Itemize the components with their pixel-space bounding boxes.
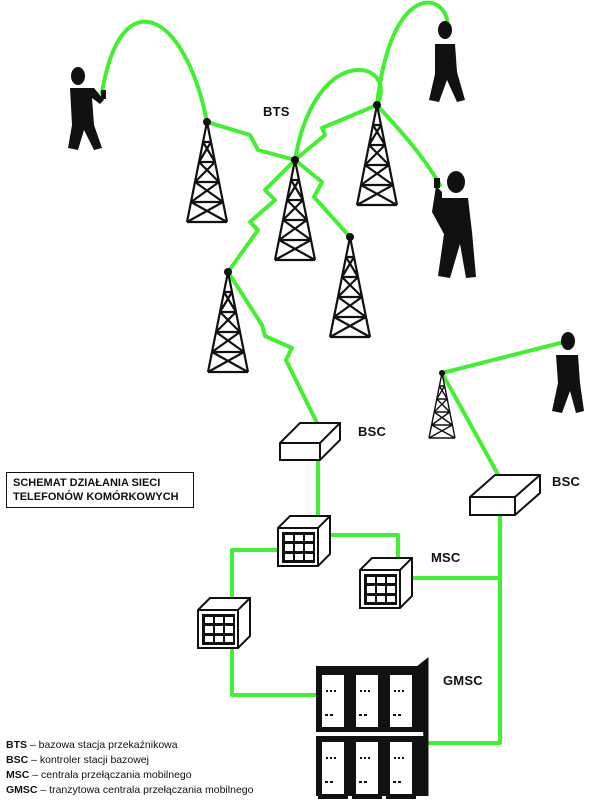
msc-switch-3 [197, 597, 251, 649]
msc1-msc2-link [328, 533, 400, 562]
person-icon [429, 21, 465, 102]
bscr-msc2-link [426, 510, 502, 745]
bts-bsc-link [226, 270, 320, 427]
diagram-title-box: SCHEMAT DZIAŁANIA SIECI TELEFONÓW KOMÓRK… [6, 472, 194, 508]
bts-tower-6 [428, 372, 456, 439]
links [100, 0, 574, 745]
msc-switch-2 [359, 557, 413, 609]
msc1-msc3-link [230, 548, 280, 600]
person-icon [68, 67, 106, 150]
bts-tower-1 [185, 120, 229, 224]
bts-link-b [293, 103, 379, 162]
title-line-1: SCHEMAT DZIAŁANIA SIECI [13, 477, 161, 489]
bts-bsc-right-link [440, 371, 502, 480]
bsc-right-label: BSC [552, 474, 581, 489]
radio-link-5 [440, 338, 574, 375]
legend-item: BTS – bazowa stacja przekaźnikowa [6, 739, 178, 751]
gmsc-label: GMSC [443, 673, 483, 688]
msc-switch-1 [277, 515, 331, 567]
gmsc-racks [316, 656, 429, 799]
legend-item: GMSC – tranzytowa centrala przełączania … [6, 784, 254, 796]
bts-link-d [226, 158, 297, 274]
bsc-left-label: BSC [358, 424, 387, 439]
mobile-users [68, 21, 584, 413]
bts-link-a [205, 120, 297, 162]
person-icon [552, 332, 584, 413]
bsc-left [279, 422, 341, 461]
bts-label: BTS [263, 104, 290, 119]
radio-link-4 [375, 103, 442, 187]
person-icon [432, 171, 476, 278]
radio-link-3 [375, 0, 450, 107]
radio-link-1 [100, 19, 209, 124]
title-line-2: TELEFONÓW KOMÓRKOWYCH [13, 491, 179, 503]
legend-item: BSC – kontroler stacji bazowej [6, 754, 149, 766]
legend-item: MSC – centrala przełączania mobilnego [6, 769, 192, 781]
msc3-gmsc-link [230, 648, 320, 697]
legend: BTS – bazowa stacja przekaźnikowa BSC – … [6, 738, 253, 798]
bts-tower-4 [328, 235, 372, 339]
bts-tower-5 [206, 270, 250, 374]
bts-towers [185, 101, 456, 439]
bts-link-c [293, 158, 352, 239]
msc-label: MSC [431, 550, 461, 565]
bsc-right [469, 474, 541, 516]
